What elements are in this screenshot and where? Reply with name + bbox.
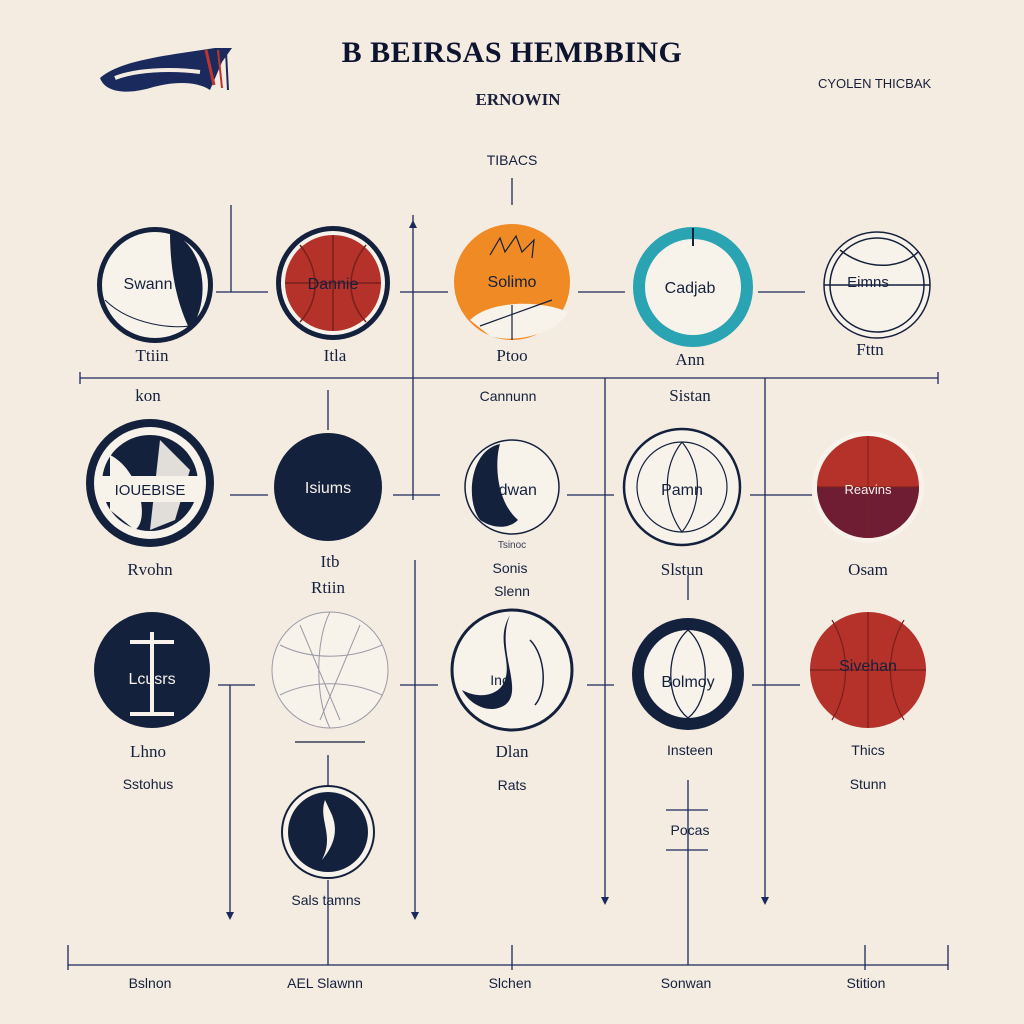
- badge-text: Bolmoy: [661, 674, 715, 691]
- badge-label: Lhno: [130, 742, 166, 761]
- teal-ring-icon[interactable]: [633, 227, 753, 347]
- badge-text: Ino: [490, 672, 510, 688]
- sub-label: Sonis: [492, 560, 528, 576]
- sketch-ball-icon[interactable]: [271, 611, 389, 743]
- navy-disc-icon[interactable]: [274, 433, 382, 541]
- swirl-ball-icon[interactable]: [450, 608, 574, 732]
- badge-text: Cadjab: [664, 280, 716, 297]
- rail-label: Sistan: [669, 386, 711, 405]
- outline-ball-icon[interactable]: [823, 231, 931, 339]
- badge-label: Slstun: [660, 560, 704, 579]
- connector-lines: [67, 178, 949, 970]
- sub-label: Rats: [497, 777, 527, 793]
- badge-label: Thics: [851, 742, 885, 758]
- navy-split-ball-icon[interactable]: [86, 419, 214, 547]
- badge-label: Dlan: [495, 742, 529, 761]
- badge-label: Fttn: [856, 340, 884, 359]
- badge-label: Itla: [323, 346, 347, 365]
- badge-text: Dannie: [307, 276, 359, 293]
- badge-text: Lcusrs: [128, 671, 176, 688]
- sub-label: Pocas: [670, 822, 710, 838]
- badge-label: Ann: [675, 350, 705, 369]
- red-basketball-icon[interactable]: [810, 612, 926, 728]
- badge-text: Hdwan: [487, 482, 537, 499]
- badge-text: Eimns: [847, 274, 889, 291]
- root-label: TIBACS: [486, 152, 538, 168]
- outline-ring-icon[interactable]: [622, 427, 742, 547]
- arrow-heads: [226, 220, 769, 920]
- navy-feather-ball-icon[interactable]: [281, 785, 375, 879]
- badge-text: Isiums: [304, 480, 352, 497]
- sub-label: Sstohus: [122, 776, 174, 792]
- sub-label: Tsinoc: [497, 540, 527, 551]
- badge-text: Swann: [123, 276, 173, 293]
- corner-label: CYOLEN THICBAK: [818, 76, 932, 91]
- bottom-label: Bslnon: [128, 975, 172, 991]
- navy-ring-ball-icon[interactable]: [632, 618, 744, 730]
- badge-label: Rtiin: [310, 578, 346, 597]
- white-navy-swoosh-ball-icon[interactable]: [97, 227, 213, 343]
- red-basketball-icon[interactable]: [276, 226, 390, 340]
- page-subtitle: ERNOWIN: [475, 90, 561, 109]
- badge-label: Rvohn: [127, 560, 173, 579]
- orange-basketball-icon[interactable]: [454, 224, 570, 340]
- badge-text: Reavins: [844, 482, 892, 497]
- badge-text: IOUEBISE: [114, 482, 186, 499]
- sub-label: Itb: [320, 552, 340, 571]
- sub-label: Stunn: [849, 776, 887, 792]
- badge-text: Sivehan: [839, 658, 897, 675]
- badge-label: Insteen: [667, 742, 713, 758]
- crescent-ball-icon[interactable]: [464, 439, 560, 535]
- bottom-label: Sonwan: [660, 975, 712, 991]
- red-maroon-ball-icon[interactable]: [812, 431, 924, 543]
- badge-label: Osam: [848, 560, 888, 579]
- bottom-label: Slchen: [488, 975, 532, 991]
- swoosh-logo-icon: [100, 48, 232, 92]
- bottom-label: AEL Slawnn: [287, 975, 363, 991]
- badge-label: Ptoo: [496, 346, 528, 365]
- badge-text: Pamn: [661, 482, 703, 499]
- bottom-label: Stition: [846, 975, 886, 991]
- rail-label: Cannunn: [479, 388, 537, 404]
- navy-bracket-ball-icon[interactable]: [94, 612, 210, 728]
- badge-label: Slenn: [494, 583, 530, 599]
- rail-label: kon: [135, 386, 161, 405]
- badge-label: Ttiin: [135, 346, 169, 365]
- badge-text: Solimo: [487, 274, 537, 291]
- page-title: B BEIRSAS HEMBBING: [341, 36, 683, 69]
- badge-label: Sals tamns: [291, 892, 361, 908]
